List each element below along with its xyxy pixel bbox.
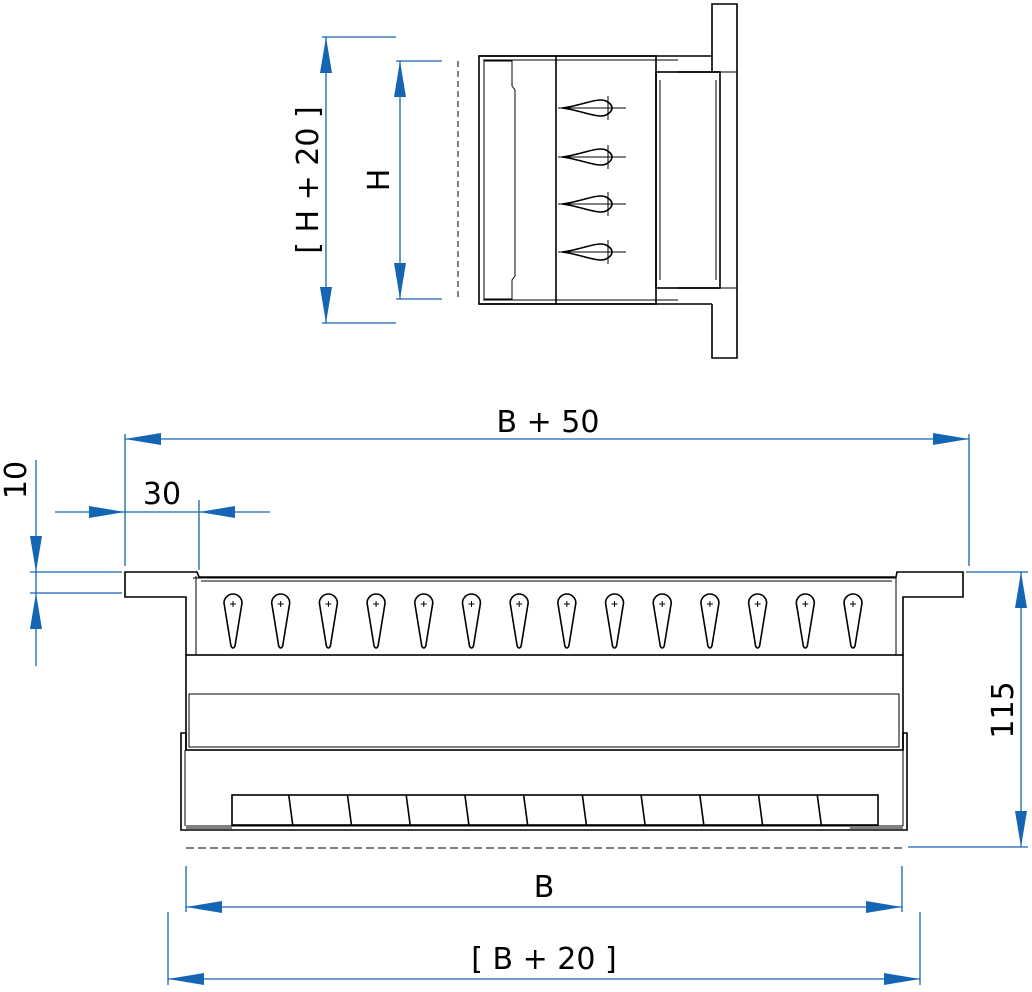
dimension-30: 30: [55, 477, 270, 570]
dimension-b-plus-20: [ B + 20 ]: [167, 912, 921, 985]
spring: [558, 145, 626, 169]
teardrop-slot: [270, 593, 291, 649]
side-springs: [558, 96, 626, 264]
slat-divider: [287, 794, 294, 826]
teardrop-slot: [366, 593, 386, 649]
teardrop-slot: [223, 593, 243, 649]
dimension-h-plus-20: [ H + 20 ]: [291, 36, 396, 324]
side-view: [ H + 20 ] H: [291, 3, 738, 359]
spring: [558, 192, 626, 216]
teardrop-slot: [843, 593, 863, 649]
dim-b-label: B: [534, 870, 555, 905]
dim-10-label: 10: [0, 461, 34, 499]
teardrop-slot: [604, 593, 625, 649]
teardrop-slot: [413, 593, 434, 649]
slat-row: [287, 794, 823, 826]
spring: [558, 96, 626, 120]
dimension-115: 115: [908, 571, 1028, 848]
dimension-10: 10: [0, 460, 122, 666]
teardrop-slot: [318, 593, 339, 649]
slat-divider: [699, 794, 705, 826]
teardrop-slot: [557, 593, 577, 649]
side-body: [478, 3, 738, 359]
teardrop-slot: [700, 593, 720, 649]
dim-h-plus-20-label: [ H + 20 ]: [291, 106, 326, 253]
slat-divider: [522, 794, 529, 826]
slat-divider: [757, 794, 764, 826]
slat-divider: [640, 794, 646, 826]
dim-115-label: 115: [986, 681, 1021, 738]
dim-h-label: H: [362, 169, 397, 192]
dim-b-plus-50-label: B + 50: [497, 405, 600, 440]
slat-divider: [346, 794, 353, 826]
dim-30-label: 30: [143, 477, 181, 512]
slat-divider: [464, 794, 470, 826]
teardrop-row: [223, 593, 863, 649]
front-view: B + 50 30 10 115: [0, 405, 1028, 985]
slat-divider: [581, 794, 588, 826]
teardrop-slot: [461, 593, 482, 649]
teardrop-slot: [747, 593, 768, 649]
teardrop-slot: [795, 593, 816, 649]
spring: [558, 240, 626, 264]
teardrop-slot: [652, 593, 673, 649]
teardrop-slot: [509, 593, 529, 649]
slat-divider: [405, 794, 411, 826]
grate-body: [124, 571, 964, 831]
dimension-b: B: [185, 866, 903, 913]
dim-b-plus-20-label: [ B + 20 ]: [471, 942, 616, 977]
slat-divider: [816, 794, 823, 826]
dimension-b-plus-50: B + 50: [124, 405, 970, 566]
dimension-h: H: [362, 60, 442, 300]
